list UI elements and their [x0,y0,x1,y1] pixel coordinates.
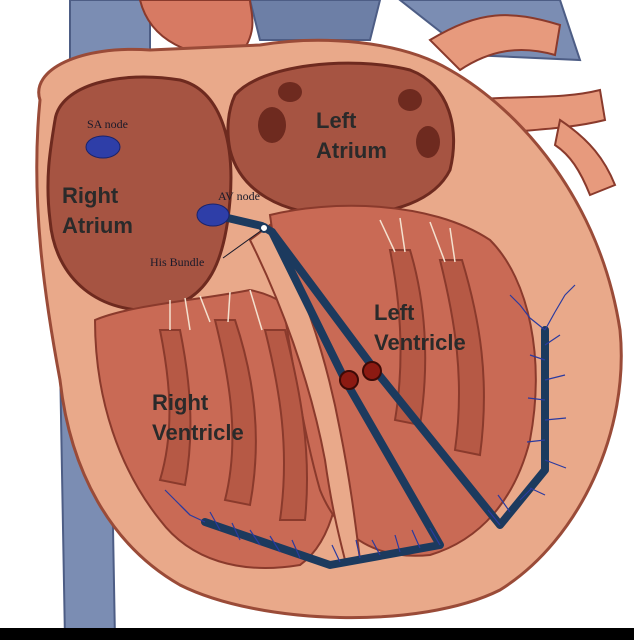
bottom-border-band [0,628,634,640]
pulmonary-artery-right-3 [553,118,617,197]
his-bundle-pointer [222,229,263,259]
pulmonary-vein-opening-2 [278,82,302,102]
pulmonary-vein-left [248,0,382,41]
right-atrium-chamber [46,75,233,312]
right-ventricle-label-line2: Ventricle [152,420,244,445]
av-node [196,203,230,227]
sa-node [85,135,121,159]
left-atrium-label-line2: Atrium [316,138,387,163]
purkinje-fibers [164,284,576,563]
left-ventricle-label-line1: Left [374,300,415,325]
pulmonary-vein-opening-4 [416,126,440,158]
pulmonary-vein-opening-3 [398,89,422,111]
pulmonary-artery-right [428,14,562,72]
bundle-branch-node-left [362,361,382,381]
sa-node-label: SA node [87,117,128,131]
right-atrium-label-line2: Atrium [62,213,133,238]
chordae-tendineae [169,217,456,331]
pulmonary-vein-opening-1 [258,107,286,143]
his-bundle-label: His Bundle [150,255,204,269]
bundle-branch-node-right [339,370,359,390]
left-atrium-label-line1: Left [316,108,357,133]
right-atrium-label-line1: Right [62,183,119,208]
left-ventricle-label-line2: Ventricle [374,330,466,355]
left-atrium-chamber [226,61,456,217]
papillary-muscles [158,249,485,521]
right-ventricle-label-line1: Right [152,390,209,415]
av-node-label: AV node [218,189,260,203]
